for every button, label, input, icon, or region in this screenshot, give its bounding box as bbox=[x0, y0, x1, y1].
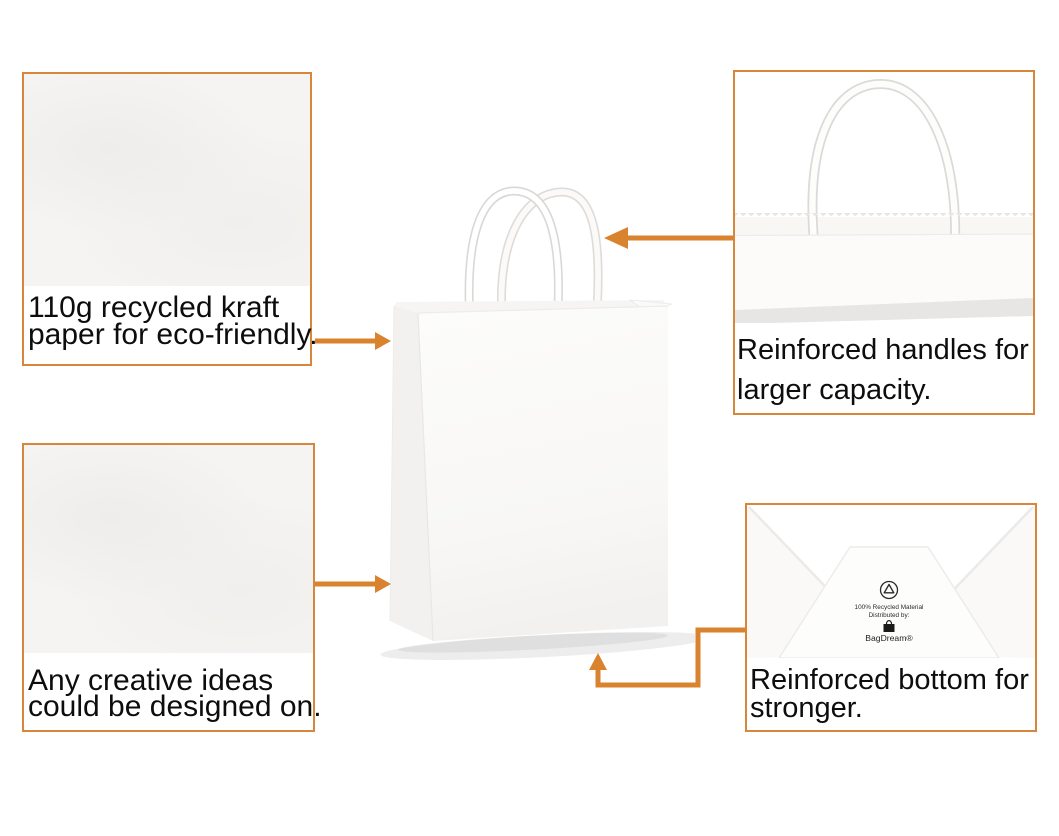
caption-line: 110g recycled kraft bbox=[28, 291, 280, 324]
handle-closeup-image bbox=[735, 72, 1033, 323]
recycle-icon bbox=[879, 580, 899, 600]
callout-bottom-caption: Reinforced bottom for stronger. bbox=[747, 658, 1035, 730]
bag-bottom-image: 100% Recycled Material Distributed by: B… bbox=[747, 505, 1035, 658]
callout-kraft-paper: 110g recycled kraft paper for eco-friend… bbox=[22, 72, 318, 366]
bag-side-panel bbox=[390, 306, 433, 641]
bag-front-handle bbox=[464, 186, 563, 325]
arrow-bottom bbox=[589, 627, 746, 688]
arrow-kraft-paper bbox=[315, 332, 391, 350]
bag-front-panel bbox=[418, 306, 668, 641]
caption-line: Any creative ideas bbox=[28, 664, 274, 697]
serrated-edge bbox=[735, 213, 1033, 219]
callout-design-caption: Any creative ideas could be designed on. bbox=[24, 655, 322, 730]
bag-top-fold bbox=[628, 299, 673, 314]
bag-back-handle bbox=[496, 187, 603, 323]
handle-closeup-drawing bbox=[735, 78, 1033, 323]
bag-front-panel bbox=[735, 235, 1033, 312]
svg-text:Distributed by:: Distributed by: bbox=[869, 612, 910, 619]
caption-line: larger capacity. bbox=[737, 374, 932, 406]
caption-line: Reinforced handles for bbox=[737, 334, 1029, 366]
svg-text:100% Recycled Material: 100% Recycled Material bbox=[855, 604, 924, 611]
kraft-paper-texture-image bbox=[24, 445, 313, 653]
caption-line: could be designed on. bbox=[28, 690, 322, 723]
callout-handles: Reinforced handles for larger capacity. bbox=[733, 70, 1035, 415]
callout-kraft-paper-caption: 110g recycled kraft paper for eco-friend… bbox=[24, 288, 318, 364]
caption-line: stronger. bbox=[750, 692, 863, 724]
bag-back-edge bbox=[394, 300, 668, 313]
callout-handles-caption: Reinforced handles for larger capacity. bbox=[735, 323, 1033, 413]
caption-line: paper for eco-friendly. bbox=[28, 318, 318, 351]
caption-line: Reinforced bottom for bbox=[750, 664, 1029, 696]
bag-shadow bbox=[735, 298, 1033, 323]
bottom-center-flap bbox=[778, 546, 1000, 658]
callout-bottom: 100% Recycled Material Distributed by: B… bbox=[745, 503, 1037, 732]
bag-floor-shadow bbox=[380, 632, 695, 660]
kraft-paper-texture-image bbox=[24, 74, 310, 286]
arrow-design bbox=[315, 575, 391, 593]
callout-design: Any creative ideas could be designed on. bbox=[22, 443, 322, 732]
bag-bottom-drawing: 100% Recycled Material Distributed by: B… bbox=[747, 505, 1035, 658]
handle-loop bbox=[807, 78, 961, 251]
paper-bag-product-image bbox=[380, 186, 695, 660]
bottom-print: 100% Recycled Material Distributed by: B… bbox=[855, 580, 924, 643]
svg-text:BagDream®: BagDream® bbox=[865, 633, 913, 643]
arrow-handles bbox=[604, 227, 733, 249]
shopping-bag-icon bbox=[883, 620, 895, 632]
